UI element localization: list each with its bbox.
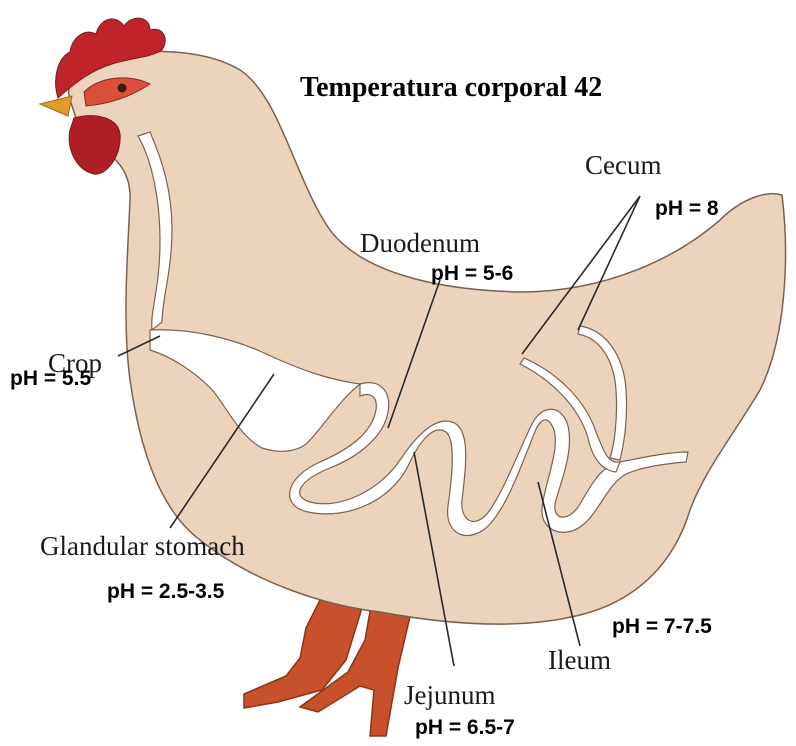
legs xyxy=(244,600,412,736)
ileum-label: Ileum xyxy=(548,647,611,674)
crop-ph: pH = 5.5 xyxy=(10,368,91,389)
cecum-label: Cecum xyxy=(585,152,661,179)
wattle xyxy=(69,116,120,174)
jejunum-label: Jejunum xyxy=(404,682,496,709)
beak xyxy=(40,96,72,116)
jejunum-ph: pH = 6.5-7 xyxy=(415,717,515,738)
ileum-ph: pH = 7-7.5 xyxy=(612,616,712,637)
diagram-title: Temperatura corporal 42 xyxy=(300,74,602,102)
duodenum-ph: pH = 5-6 xyxy=(431,263,513,284)
cecum-ph: pH = 8 xyxy=(655,198,719,219)
duodenum-label: Duodenum xyxy=(360,230,480,257)
glandular-stomach-ph: pH = 2.5-3.5 xyxy=(107,581,224,602)
glandular-stomach-label: Glandular stomach xyxy=(40,533,245,560)
eye xyxy=(118,84,127,93)
